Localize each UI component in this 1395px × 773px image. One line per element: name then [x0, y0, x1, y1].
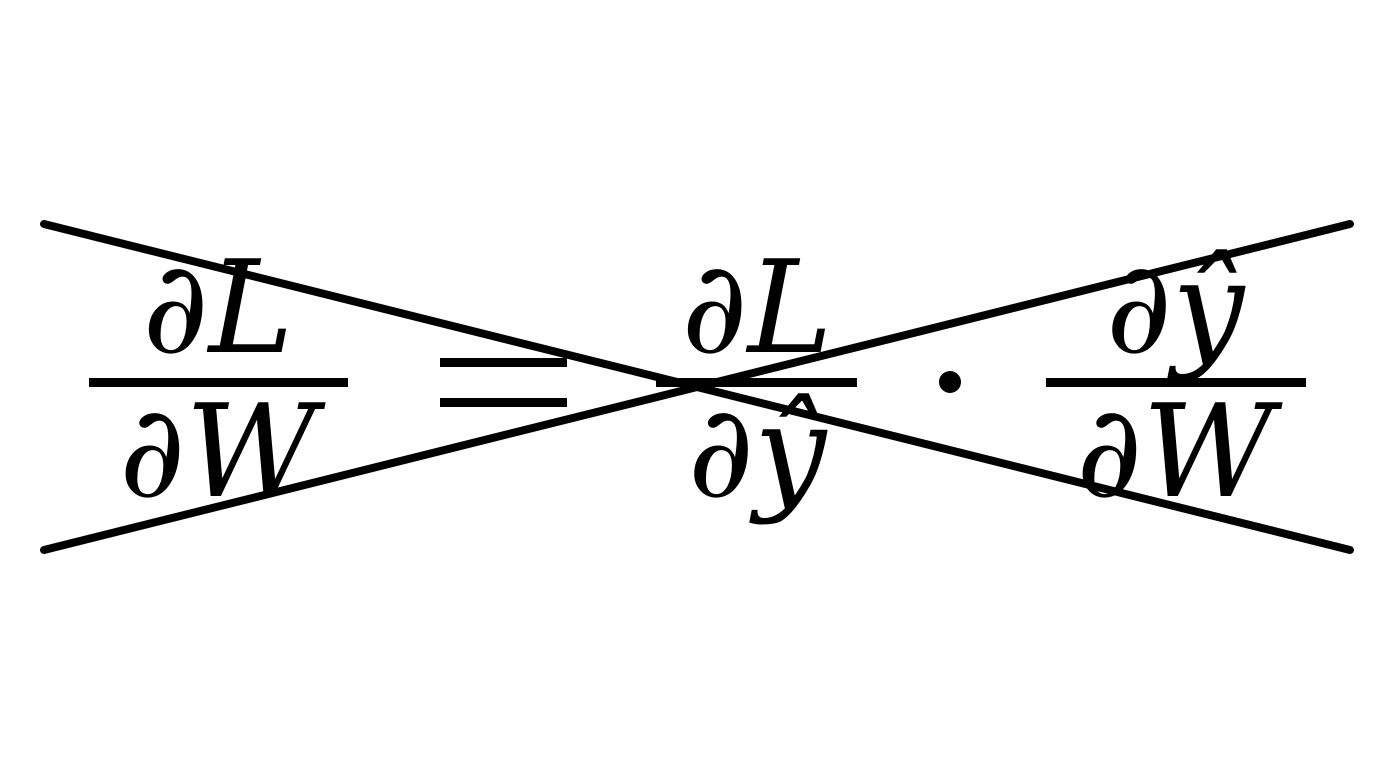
rhs-second-denominator: ∂W [1076, 378, 1283, 527]
equals-text: = [0, 0, 1, 1]
equals-top-bar [440, 358, 567, 367]
dot-text: · [0, 0, 1, 1]
multiplication-dot: · [0, 0, 961, 393]
equals-sign: = [0, 0, 567, 407]
cross-out-overlay [40, 220, 1354, 554]
rhs-second-fraction: ∂ŷ ∂W [1046, 234, 1306, 527]
rhs-first-fraction-bar [656, 378, 857, 387]
equals-bottom-bar [440, 398, 567, 407]
rhs-second-fraction-bar [1046, 378, 1306, 387]
cross-line-ascending [40, 220, 1354, 554]
lhs-fraction-bar [89, 378, 348, 387]
dot-mark [939, 371, 961, 393]
